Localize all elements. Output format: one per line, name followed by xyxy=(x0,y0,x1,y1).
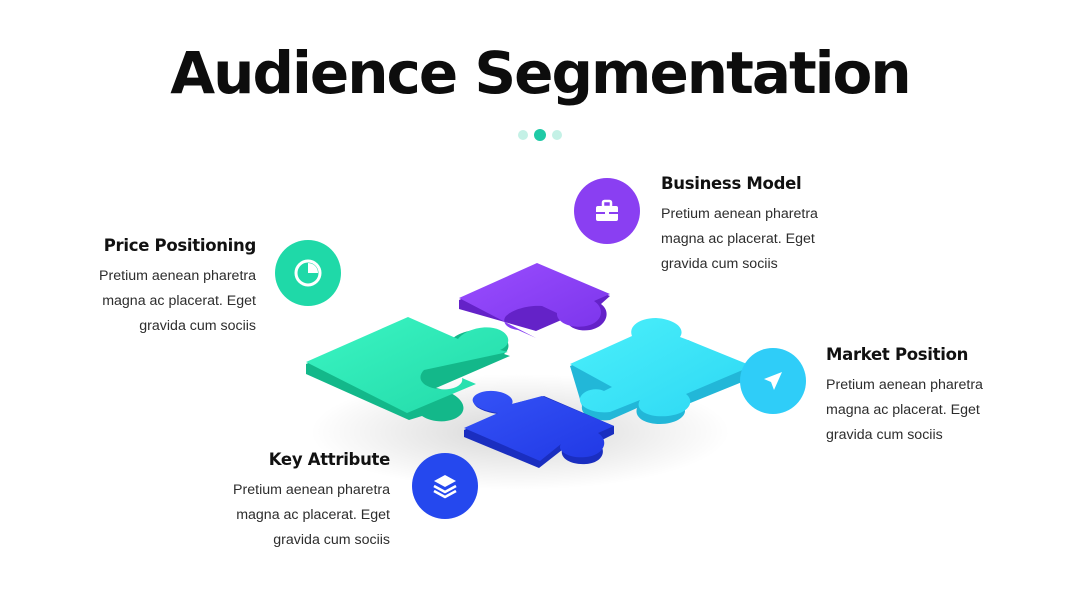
segment-title: Key Attribute xyxy=(268,450,391,469)
segment-title: Market Position xyxy=(826,345,969,364)
pagination-dot-2[interactable] xyxy=(534,129,546,141)
layers-icon xyxy=(433,475,457,499)
puzzle-piece-purple xyxy=(459,263,610,338)
page-title: Audience Segmentation xyxy=(170,39,911,107)
segment-key-attribute: Key Attribute Pretium aenean pharetra ma… xyxy=(200,450,390,553)
segment-title: Business Model xyxy=(661,174,802,193)
pie-chart-icon xyxy=(294,259,322,287)
segment-description: Pretium aenean pharetra magna ac placera… xyxy=(99,268,256,334)
segment-business-model: Business Model Pretium aenean pharetra m… xyxy=(661,174,851,277)
puzzle-piece-green xyxy=(306,317,510,422)
business-model-badge xyxy=(574,178,640,244)
paper-plane-icon xyxy=(764,372,782,390)
briefcase-icon xyxy=(596,199,618,221)
segment-price-positioning: Price Positioning Pretium aenean pharetr… xyxy=(66,236,256,339)
segment-market-position: Market Position Pretium aenean pharetra … xyxy=(826,345,1016,448)
pagination-dots xyxy=(0,129,1080,141)
segment-description: Pretium aenean pharetra magna ac placera… xyxy=(233,482,390,548)
segment-description: Pretium aenean pharetra magna ac placera… xyxy=(661,206,818,272)
price-positioning-badge xyxy=(275,240,341,306)
puzzle-piece-cyan xyxy=(570,318,752,424)
pagination-dot-1[interactable] xyxy=(518,130,528,140)
market-position-badge xyxy=(740,348,806,414)
segment-description: Pretium aenean pharetra magna ac placera… xyxy=(826,377,983,443)
pagination-dot-3[interactable] xyxy=(552,130,562,140)
key-attribute-badge xyxy=(412,453,478,519)
puzzle-piece-blue xyxy=(464,390,614,468)
segment-title: Price Positioning xyxy=(103,236,257,255)
